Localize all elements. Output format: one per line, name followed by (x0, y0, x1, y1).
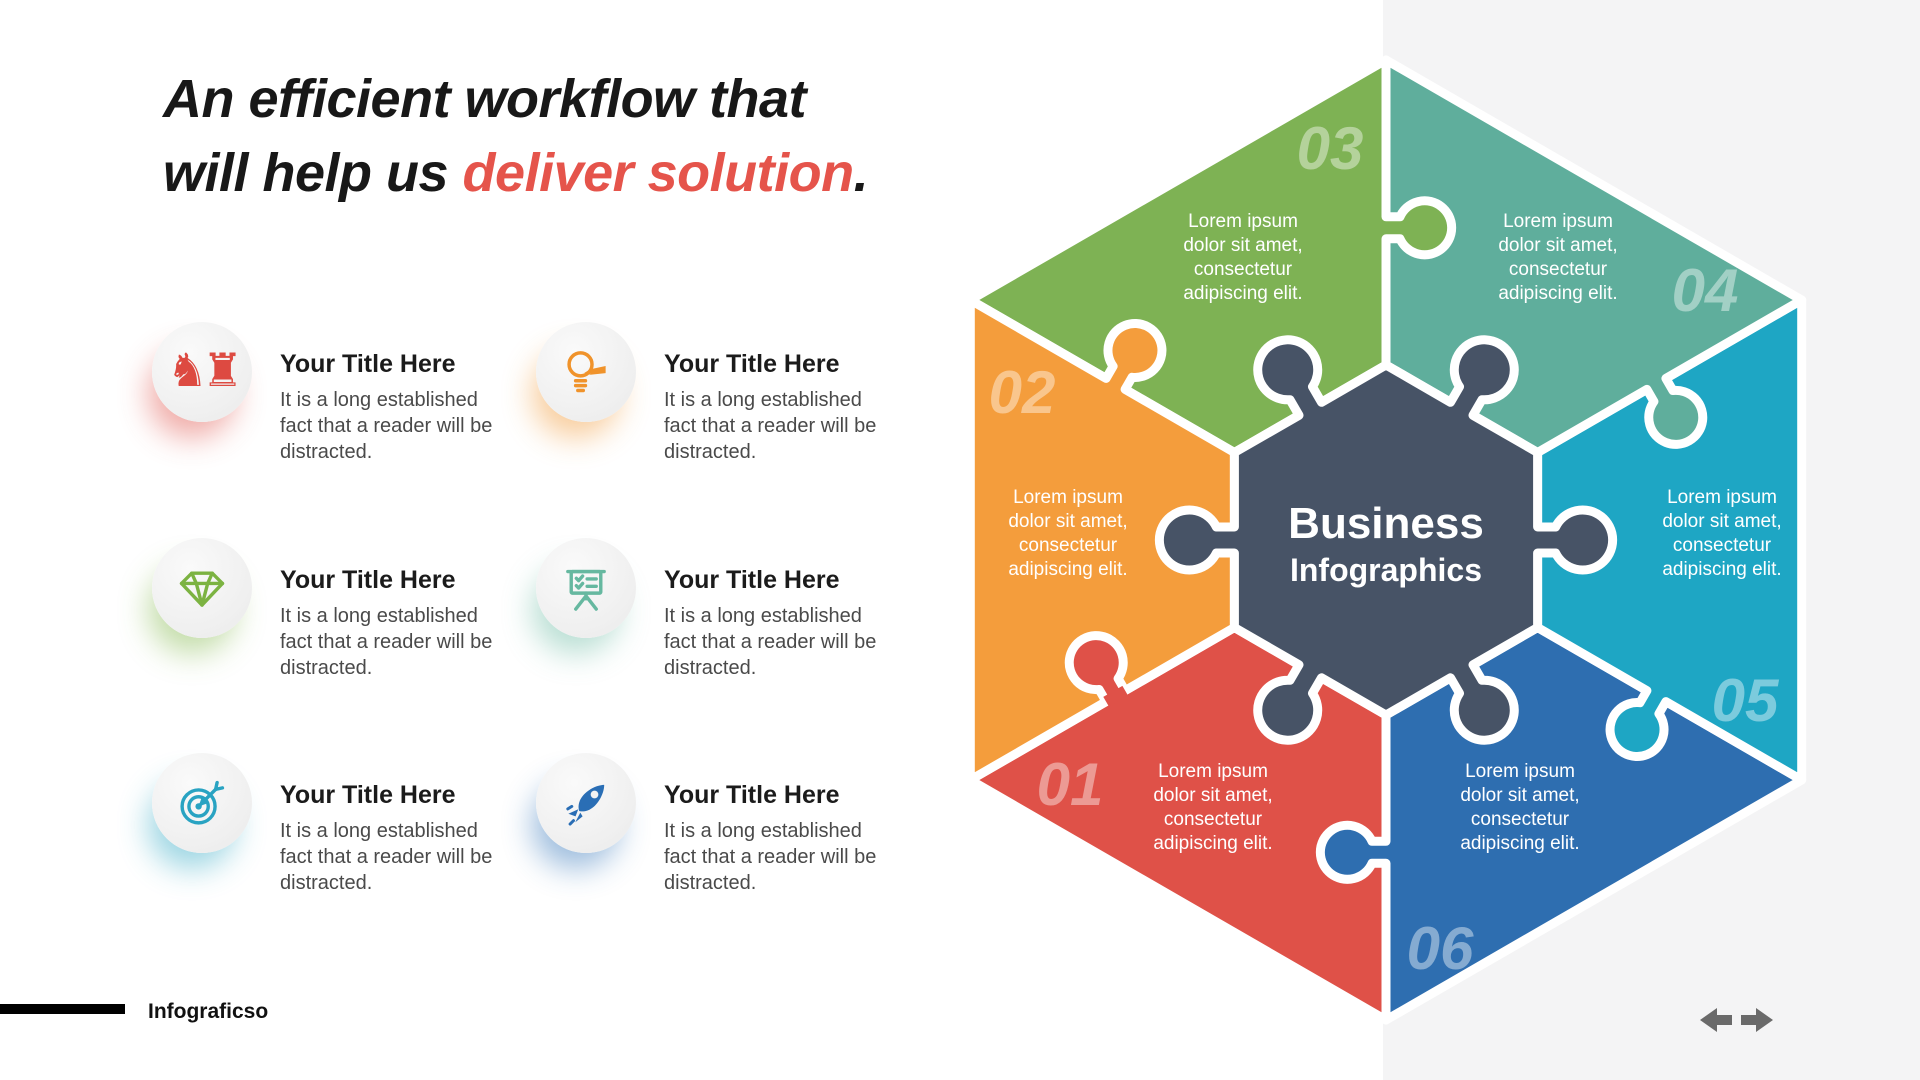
feature-title: Your Title Here (280, 781, 456, 809)
target-icon (152, 753, 252, 853)
feature-item-2: Your Title Here It is a long established… (536, 322, 896, 465)
feature-item-3: Your Title Here It is a long established… (152, 538, 512, 681)
piece-number-06: 06 (1407, 915, 1474, 982)
feature-title: Your Title Here (280, 566, 456, 594)
feature-body: It is a long established fact that a rea… (280, 389, 493, 463)
puzzle-piece-05 (1533, 295, 1807, 785)
title-line1: An efficient workflow that (163, 69, 807, 129)
puzzle-knob-neck-01 (1103, 685, 1128, 707)
feature-body: It is a long established fact that a rea… (280, 605, 493, 679)
brand-name: Infograficso (148, 1000, 269, 1023)
piece-number-02: 02 (989, 359, 1056, 426)
slide-nav (1700, 1008, 1773, 1032)
feature-body: It is a long established fact that a rea… (664, 605, 877, 679)
feature-title: Your Title Here (664, 781, 840, 809)
next-arrow-icon[interactable] (1740, 1008, 1773, 1032)
diamond-icon (152, 538, 252, 638)
rocket-icon (536, 753, 636, 853)
puzzle-piece-02 (965, 295, 1239, 785)
center-title: Business (1288, 499, 1484, 548)
feature-body: It is a long established fact that a rea… (664, 820, 877, 894)
feature-item-6: Your Title Here It is a long established… (536, 753, 896, 896)
feature-title: Your Title Here (280, 350, 456, 378)
piece-number-01: 01 (1037, 751, 1104, 818)
puzzle-piece-06 (1315, 623, 1807, 1025)
title-period: . (853, 143, 869, 203)
piece-number-04: 04 (1672, 257, 1739, 324)
chess-glyphs: ♞♜ (166, 344, 244, 396)
footer-bar (0, 1004, 125, 1014)
feature-title: Your Title Here (664, 350, 840, 378)
puzzle-knob-01 (1064, 631, 1130, 707)
feature-body: It is a long established fact that a rea… (664, 389, 877, 463)
feature-body: It is a long established fact that a rea… (280, 820, 493, 894)
feature-item-1: ♞♜ Your Title Here It is a long establis… (152, 322, 512, 465)
piece-number-03: 03 (1297, 115, 1364, 182)
title-accent: deliver solution (462, 143, 855, 203)
piece-number-05: 05 (1712, 667, 1780, 734)
bulb-pencil-icon (536, 322, 636, 422)
feature-item-4: Your Title Here It is a long established… (536, 538, 896, 681)
easel-icon (536, 538, 636, 638)
chess-icon: ♞♜ (152, 322, 252, 422)
title-line2-prefix: will help us (163, 143, 463, 203)
center-subtitle: Infographics (1290, 552, 1482, 588)
prev-arrow-icon[interactable] (1700, 1008, 1733, 1032)
puzzle-piece-03 (965, 55, 1457, 457)
puzzle-center (1154, 335, 1618, 745)
page-title: An efficient workflow that will help us … (163, 62, 869, 210)
feature-item-5: Your Title Here It is a long established… (152, 753, 512, 896)
feature-title: Your Title Here (664, 566, 840, 594)
